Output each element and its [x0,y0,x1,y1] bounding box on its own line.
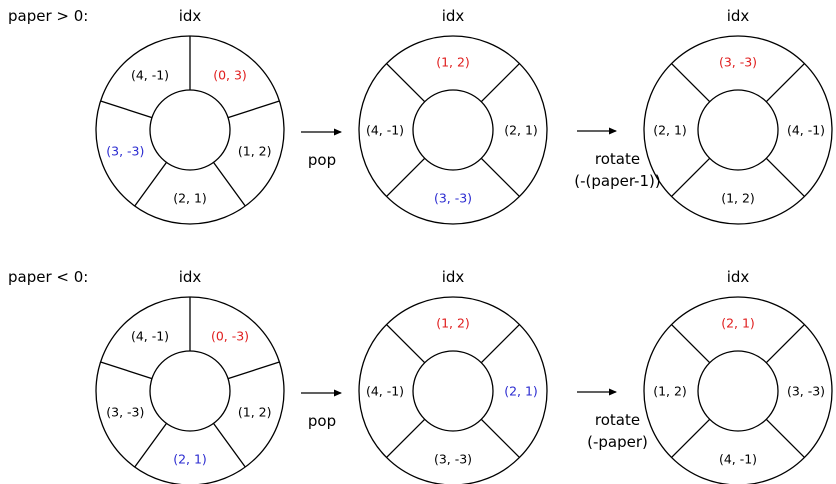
condition-label: paper > 0: [8,7,88,25]
segment-divider [386,63,426,103]
operation-label: pop [308,412,336,430]
outer-ring [643,35,833,225]
segment-divider [671,324,711,364]
segment-divider [386,324,426,364]
cell-value: (3, -3) [434,191,472,206]
segment-divider [765,324,805,364]
cell-value: (1, 2) [238,405,272,420]
cell-value: (2, 1) [504,384,538,399]
operation: pop [301,128,342,169]
segment-divider [480,418,520,458]
segment-divider [386,418,426,458]
inner-ring [412,350,494,432]
idx-label: idx [727,7,750,25]
inner-ring [149,89,231,171]
segment-divider [227,100,280,119]
cell-value: (1, 2) [436,55,470,70]
row-2: paper < 0: idx (0, -3) (1, 2) (2, 1) (3, -3) (… [8,268,833,484]
outer-ring [643,296,833,484]
cell-value: (4, -1) [366,384,404,399]
cell-value: (4, -1) [719,452,757,467]
idx-label: idx [442,7,465,25]
ring-buffer: idx (3, -3) (4, -1) (1, 2) (2, 1) [643,7,833,225]
segment-divider [480,63,520,103]
cell-value: (3, -3) [106,144,144,159]
ring-buffer: idx (0, 3) (1, 2) (2, 1) (3, -3) (4, -1) [95,7,285,225]
cell-value: (1, 2) [653,384,687,399]
segment-divider [765,157,805,197]
inner-ring [149,350,231,432]
operation: rotate (-(paper-1)) [574,127,661,190]
outer-ring [358,296,548,484]
segment-divider [671,63,711,103]
segment-divider [480,324,520,364]
ring-buffer: idx (1, 2) (2, 1) (3, -3) (4, -1) [358,7,548,225]
cell-value: (1, 2) [436,316,470,331]
idx-label: idx [442,268,465,286]
segment-divider [212,422,246,468]
outer-ring [358,35,548,225]
operation: pop [301,389,342,430]
row-1: paper > 0: idx (0, 3) (1, 2) (2, 1) (3, -3) (4… [8,7,833,225]
operation-label: rotate [595,150,640,168]
cell-value: (1, 2) [238,144,272,159]
segment-divider [765,418,805,458]
segment-divider [386,157,426,197]
cell-value: (4, -1) [366,123,404,138]
segment-divider [212,161,246,207]
inner-ring [412,89,494,171]
idx-label: idx [179,7,202,25]
segment-divider [227,361,280,380]
ring-buffer: idx (0, -3) (1, 2) (2, 1) (3, -3) (4, -1) [95,268,285,484]
inner-ring [697,89,779,171]
idx-label: idx [727,268,750,286]
cell-value: (0, 3) [213,68,247,83]
segment-divider [134,161,168,207]
cell-value: (3, -3) [719,55,757,70]
segment-divider [100,100,153,119]
operation-label: (-(paper-1)) [574,172,660,190]
segment-divider [480,157,520,197]
cell-value: (2, 1) [653,123,687,138]
cell-value: (3, -3) [106,405,144,420]
operation-label: rotate [595,411,640,429]
operation-label: (-paper) [587,433,648,451]
cell-value: (2, 1) [504,123,538,138]
segment-divider [671,157,711,197]
cell-value: (3, -3) [434,452,472,467]
operation-label: pop [308,151,336,169]
cell-value: (2, 1) [173,191,207,206]
segment-divider [765,63,805,103]
cell-value: (0, -3) [211,329,249,344]
inner-ring [697,350,779,432]
segment-divider [134,422,168,468]
cell-value: (4, -1) [131,68,169,83]
cell-value: (2, 1) [721,316,755,331]
condition-label: paper < 0: [8,268,88,286]
cell-value: (1, 2) [721,191,755,206]
cell-value: (4, -1) [787,123,825,138]
idx-label: idx [179,268,202,286]
operation: rotate (-paper) [577,388,648,451]
cell-value: (3, -3) [787,384,825,399]
segment-divider [671,418,711,458]
cell-value: (4, -1) [131,329,169,344]
ring-buffer: idx (1, 2) (2, 1) (3, -3) (4, -1) [358,268,548,484]
segment-divider [100,361,153,380]
ring-buffer: idx (2, 1) (3, -3) (4, -1) (1, 2) [643,268,833,484]
cell-value: (2, 1) [173,452,207,467]
